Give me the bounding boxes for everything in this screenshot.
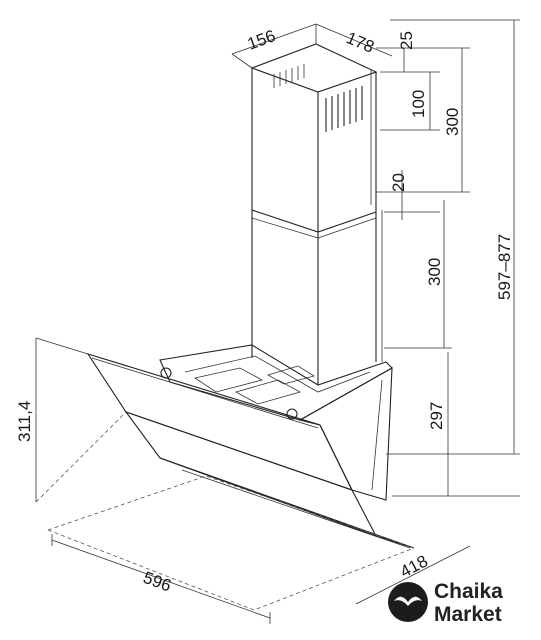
dimension-lines: [35, 19, 520, 624]
dim-upper-section: 300: [443, 108, 462, 136]
dim-hood-width: 596: [141, 568, 174, 596]
dim-top-gap: 25: [397, 31, 416, 50]
dimension-labels: 156 178 25 100 300 20 300 597–877 297 31…: [15, 26, 514, 595]
floor-footprint: [35, 411, 415, 611]
brand-line-2: Market: [434, 603, 502, 626]
chimney-upper-section: [250, 43, 378, 232]
dim-hood-depth: 418: [397, 551, 431, 581]
chimney-lower-section: [251, 209, 383, 385]
dim-chimney-depth: 156: [245, 26, 278, 54]
seagull-shape: [394, 596, 422, 606]
dim-glass-height: 311,4: [15, 401, 34, 442]
dim-overlap: 20: [389, 173, 408, 192]
dim-vent-height: 100: [409, 90, 428, 118]
hood-body: [86, 344, 415, 549]
dim-chimney-width: 178: [343, 28, 377, 57]
brand-logo: Chaika Market: [388, 580, 503, 626]
dim-total-height: 597–877: [495, 234, 514, 300]
dim-lower-section: 300: [425, 258, 444, 286]
dim-hood-height: 297: [427, 402, 446, 430]
brand-line-1: Chaika: [434, 580, 503, 603]
